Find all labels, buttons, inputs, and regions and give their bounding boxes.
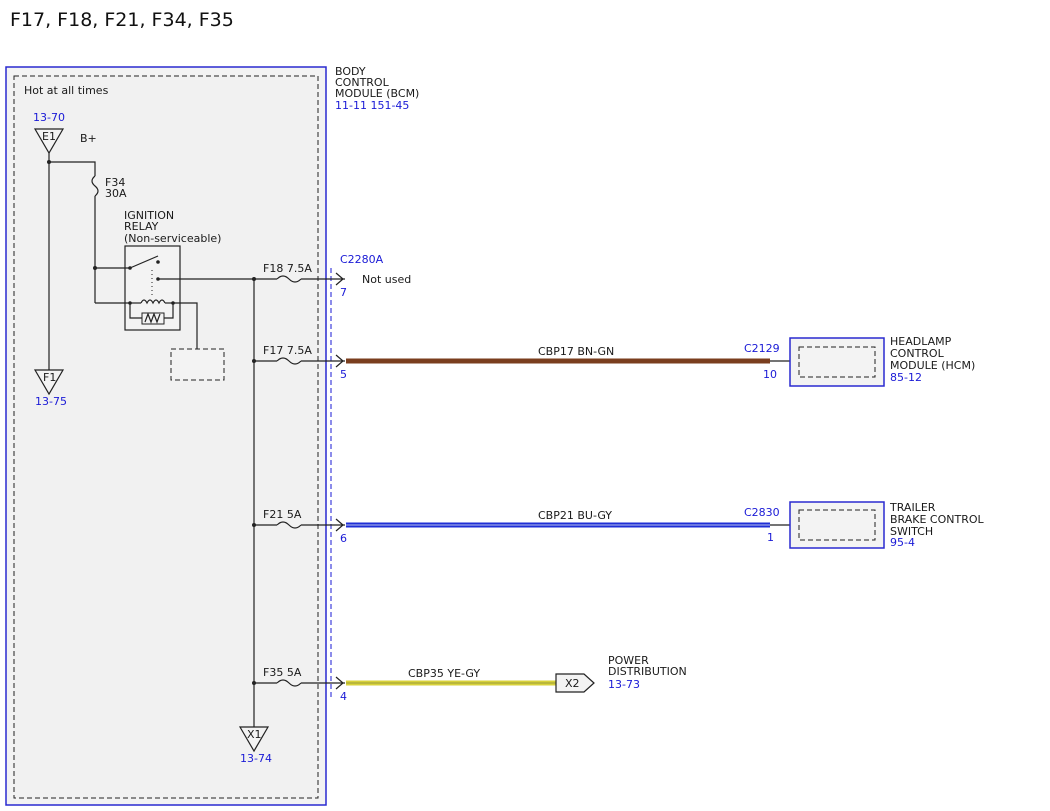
svg-text:(Non-serviceable): (Non-serviceable) [124, 232, 221, 245]
trailer-brake-switch-label: TRAILER BRAKE CONTROL SWITCH 95-4 [889, 501, 985, 549]
svg-text:BODY: BODY [335, 65, 366, 78]
fuse-f34-name: F34 [105, 176, 125, 189]
svg-text:F35 5A: F35 5A [263, 666, 302, 679]
svg-text:C2830: C2830 [744, 506, 780, 519]
x2-connector-icon [555, 673, 595, 693]
svg-text:BRAKE CONTROL: BRAKE CONTROL [890, 513, 985, 526]
svg-text:85-12: 85-12 [890, 371, 922, 384]
hot-at-all-times-label: Hot at all times [24, 84, 109, 97]
svg-text:4: 4 [340, 690, 347, 703]
power-distribution-label: POWER DISTRIBUTION 13-73 [608, 654, 687, 691]
ground-control-box [170, 348, 225, 381]
f1-ref: 13-75 [35, 395, 67, 408]
svg-text:POWER: POWER [608, 654, 649, 667]
svg-text:7: 7 [340, 286, 347, 299]
svg-text:RELAY: RELAY [124, 220, 159, 233]
f1-pin: F1 [43, 371, 56, 384]
connector-c2280a-label: C2280A [340, 253, 384, 266]
svg-text:CONTROL: CONTROL [335, 76, 390, 89]
fuse-f34-icon [91, 175, 99, 197]
svg-text:5: 5 [340, 368, 347, 381]
x2-pin: X2 [565, 677, 580, 690]
svg-text:6: 6 [340, 532, 347, 545]
svg-text:DISTRIBUTION: DISTRIBUTION [608, 665, 687, 678]
e1-pin: E1 [42, 130, 56, 143]
x1-ref: 13-74 [240, 752, 272, 765]
svg-text:SWITCH: SWITCH [890, 525, 933, 538]
svg-text:TRAILER: TRAILER [889, 501, 936, 514]
bcm-internal-box [13, 75, 319, 799]
svg-text:CBP21 BU-GY: CBP21 BU-GY [538, 509, 612, 522]
bcm-label: BODY CONTROL MODULE (BCM) 11-11 151-45 [335, 65, 419, 112]
hcm-label: HEADLAMP CONTROL MODULE (HCM) 85-12 [890, 335, 975, 384]
svg-text:C2129: C2129 [744, 342, 780, 355]
circuit-f18: F18 7.5A 7 Not used [254, 262, 411, 299]
svg-text:CONTROL: CONTROL [890, 347, 945, 360]
circuit-f17: F17 7.5A 5 CBP17 BN-GN C2129 10 [254, 342, 798, 381]
x1-connector-icon [238, 726, 270, 753]
f1-connector-icon [33, 369, 65, 396]
fuse-f34-rating: 30A [105, 187, 127, 200]
e1-ref: 13-70 [33, 111, 65, 124]
svg-text:CBP35 YE-GY: CBP35 YE-GY [408, 667, 480, 680]
circuit-f21: F21 5A 6 CBP21 BU-GY C2830 1 [254, 506, 798, 545]
svg-text:1: 1 [767, 531, 774, 544]
bplus-label: B+ [80, 132, 97, 145]
e1-connector-icon [33, 128, 65, 155]
x1-pin: X1 [247, 728, 262, 741]
svg-text:Not used: Not used [362, 273, 411, 286]
page-title: F17, F18, F21, F34, F35 [10, 9, 234, 31]
circuit-f35: F35 5A 4 CBP35 YE-GY [254, 666, 556, 703]
svg-text:HEADLAMP: HEADLAMP [890, 335, 952, 348]
svg-text:MODULE (BCM): MODULE (BCM) [335, 87, 419, 100]
svg-text:F21 5A: F21 5A [263, 508, 302, 521]
svg-text:10: 10 [763, 368, 777, 381]
svg-text:F17 7.5A: F17 7.5A [263, 344, 312, 357]
svg-text:13-73: 13-73 [608, 678, 640, 691]
svg-text:11-11 151-45: 11-11 151-45 [335, 99, 409, 112]
ignition-relay-label: IGNITION RELAY (Non-serviceable) [124, 209, 221, 245]
svg-text:IGNITION: IGNITION [124, 209, 174, 222]
svg-text:F18 7.5A: F18 7.5A [263, 262, 312, 275]
svg-text:MODULE (HCM): MODULE (HCM) [890, 359, 975, 372]
svg-text:CBP17 BN-GN: CBP17 BN-GN [538, 345, 614, 358]
svg-text:95-4: 95-4 [890, 536, 915, 549]
